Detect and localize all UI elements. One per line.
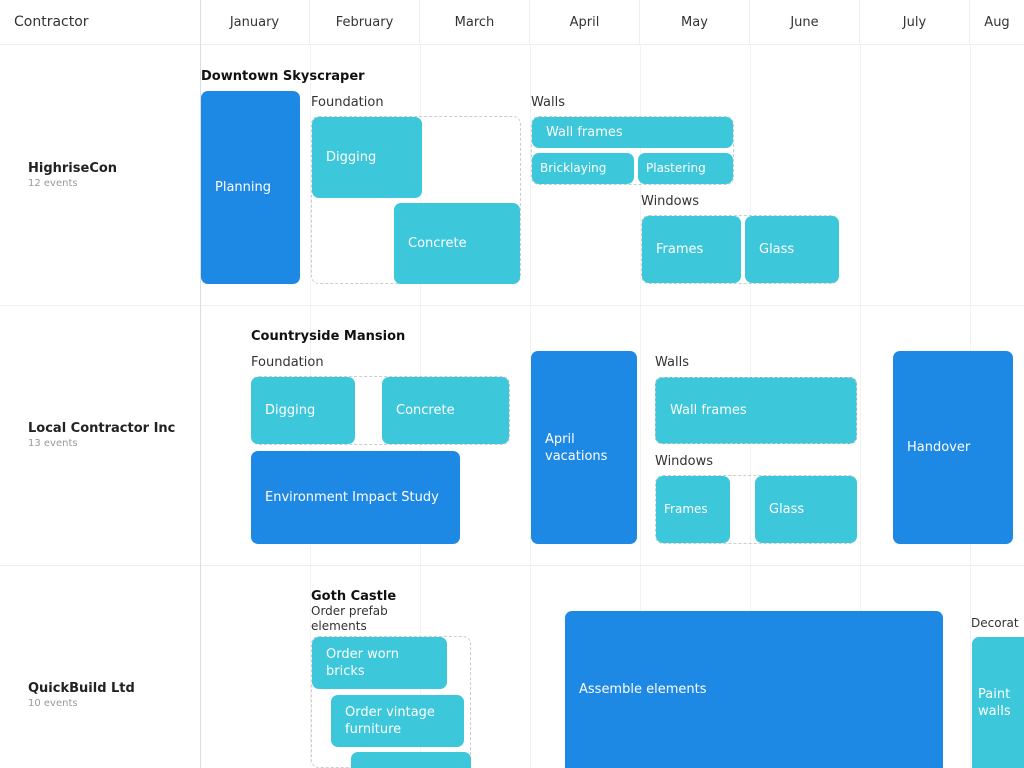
event-concrete[interactable]: Concrete (382, 377, 509, 444)
grid-line (530, 45, 531, 768)
event-bricklaying[interactable]: Bricklaying (532, 153, 634, 184)
contractor-row (0, 45, 1024, 306)
group-label: Windows (655, 454, 714, 469)
month-january: January (200, 0, 310, 45)
event-frames[interactable]: Frames (656, 476, 730, 543)
contractor-row (0, 306, 1024, 566)
event-order-worn-bricks[interactable]: Order worn bricks (312, 637, 447, 689)
event-handover[interactable]: Handover (893, 351, 1013, 544)
event-concrete[interactable]: Concrete (394, 203, 520, 284)
contractor-column-header: Contractor (14, 14, 89, 30)
project-title: Countryside Mansion (251, 329, 406, 344)
month-may: May (640, 0, 750, 45)
event-paint-walls[interactable]: Paint walls (972, 637, 1024, 768)
project-title: Downtown Skyscraper (201, 69, 365, 84)
event-assemble-elements[interactable]: Assemble elements (565, 611, 943, 768)
event-plastering[interactable]: Plastering (638, 153, 733, 184)
event-order-vintage-furniture[interactable]: Order vintage furniture (331, 695, 464, 747)
contractor-name: QuickBuild Ltd (28, 681, 135, 696)
group-label: Decorat (971, 616, 1019, 630)
event-digging[interactable]: Digging (312, 117, 422, 198)
event-wall-frames[interactable]: Wall frames (532, 117, 733, 148)
event-count: 13 events (28, 438, 78, 449)
group-label: Order prefab elements (311, 604, 388, 633)
group-label: Windows (641, 194, 700, 209)
event-partial[interactable] (351, 752, 471, 768)
event-digging[interactable]: Digging (251, 377, 355, 444)
timeline-header: Contractor January February March April … (0, 0, 1024, 45)
group-label: Foundation (311, 95, 384, 110)
group-label: Walls (655, 355, 689, 370)
project-title: Goth Castle (311, 589, 397, 604)
group-box (531, 116, 734, 185)
contractor-name: Local Contractor Inc (28, 421, 176, 436)
month-august: Aug (984, 15, 1010, 30)
month-april: April (530, 0, 640, 45)
event-count: 10 events (28, 698, 78, 709)
grid-line (860, 45, 861, 768)
event-planning[interactable]: Planning (201, 91, 300, 284)
month-february: February (310, 0, 420, 45)
event-april-vacations[interactable]: April vacations (531, 351, 637, 544)
grid-line (640, 45, 641, 768)
event-frames[interactable]: Frames (642, 216, 741, 283)
group-label: Walls (531, 95, 565, 110)
month-july: July (860, 0, 970, 45)
month-june: June (750, 0, 860, 45)
panel-divider[interactable] (200, 0, 201, 768)
event-wall-frames[interactable]: Wall frames (655, 377, 857, 444)
event-glass[interactable]: Glass (755, 476, 857, 543)
contractor-name: HighriseCon (28, 161, 118, 176)
event-glass[interactable]: Glass (745, 216, 839, 283)
month-march: March (420, 0, 530, 45)
event-count: 12 events (28, 178, 78, 189)
group-label: Foundation (251, 355, 324, 370)
event-environment-impact-study[interactable]: Environment Impact Study (251, 451, 460, 544)
